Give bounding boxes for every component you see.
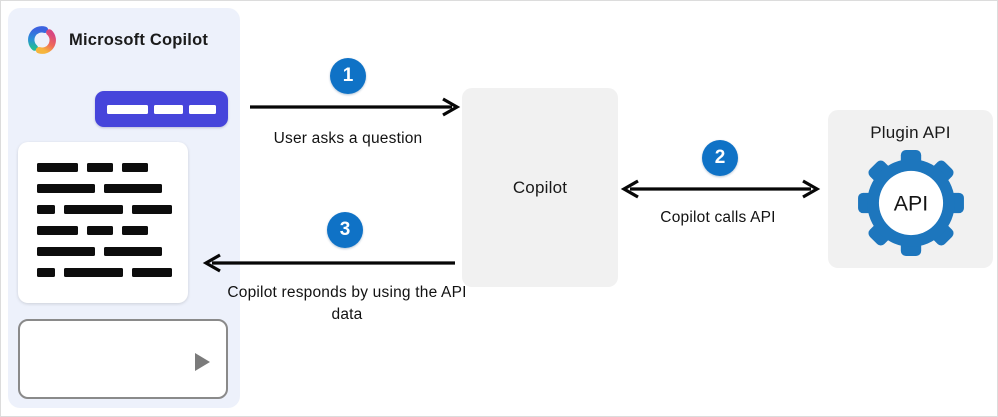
send-icon [195,353,210,371]
arrow-step2-bidirectional [620,179,821,199]
step-1-badge: 1 [330,58,366,94]
skeleton-row [37,163,188,172]
skeleton-dash [132,268,172,277]
step-3-badge: 3 [327,212,363,248]
skeleton-dash [104,184,162,193]
arrow-step1-right [250,97,461,117]
panel-title: Microsoft Copilot [69,30,209,49]
skeleton-dash [37,205,55,214]
skeleton-dash [64,268,123,277]
skeleton-row [37,205,188,214]
skeleton-dash [132,205,172,214]
skeleton-dash [37,268,55,277]
response-skeleton-card [18,142,188,303]
skeleton-dash [37,247,95,256]
plugin-api-node: Plugin API API [828,110,993,268]
copilot-logo-icon [28,26,56,54]
step-2-label: Copilot calls API [660,209,776,226]
panel-header: Microsoft Copilot [28,26,208,54]
chat-input [18,319,228,399]
user-message-skeleton [95,91,228,127]
skeleton-dash [64,205,123,214]
copilot-node: Copilot [462,88,618,287]
skeleton-dash [87,226,113,235]
message-dash [154,104,183,114]
copilot-node-label: Copilot [512,177,568,197]
message-dash [189,104,216,114]
skeleton-dash [87,163,113,172]
skeleton-row [37,268,188,277]
message-dash [107,104,148,114]
step-2-badge: 2 [702,140,738,176]
skeleton-dash [37,184,95,193]
gear-api-icon: API [855,147,967,259]
skeleton-dash [122,226,148,235]
skeleton-row [37,226,188,235]
skeleton-row [37,184,188,193]
arrow-step3-left [202,253,455,273]
skeleton-dash [104,247,162,256]
skeleton-dash [37,163,78,172]
plugin-api-title: Plugin API [870,123,951,142]
gear-api-label: API [893,192,927,216]
skeleton-dash [37,226,78,235]
step-3-label: Copilot responds by using the API data [227,284,467,323]
step-1-label: User asks a question [273,130,423,147]
skeleton-row [37,247,188,256]
skeleton-dash [122,163,148,172]
copilot-chat-panel: Microsoft Copilot [8,8,240,408]
